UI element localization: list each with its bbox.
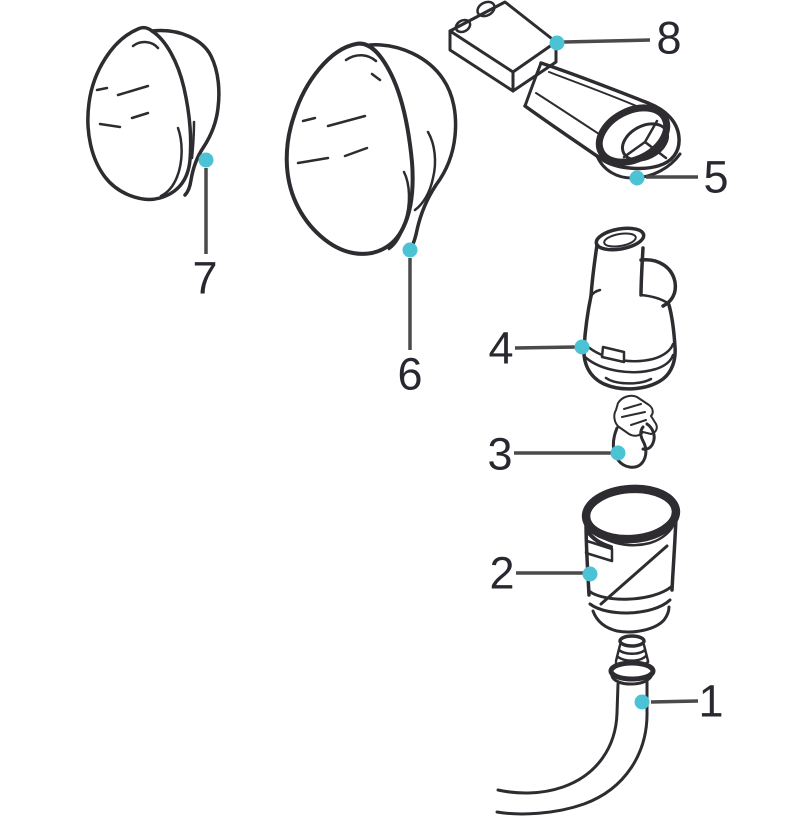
part-7-mask-small (86, 25, 221, 202)
callout-label-4: 4 (488, 323, 513, 374)
part-5-mouthpiece (523, 61, 682, 180)
top-tube-edges (589, 243, 645, 298)
tube-connector-tip (618, 634, 646, 648)
mouthpiece-open-end-edge (523, 61, 543, 108)
top-cup-seams (589, 288, 671, 306)
top-tube-opening (594, 226, 646, 252)
mouthpiece-inner-lines (535, 71, 642, 135)
leader-line-4 (514, 345, 577, 350)
callout-2: 2 (489, 548, 598, 599)
mouthpiece-top-edge (539, 61, 650, 105)
box-left-face (448, 29, 515, 93)
callout-4: 4 (488, 323, 590, 374)
valve-dark-body (613, 394, 658, 437)
callout-dot-1 (634, 694, 650, 710)
cup-rim-ring (581, 484, 681, 544)
box-hole-2 (454, 18, 472, 34)
callout-dot-4 (574, 339, 590, 355)
mask-small-rim-outline (86, 25, 193, 202)
callout-dot-5 (629, 170, 645, 186)
top-side-bump (639, 258, 678, 308)
mask-large-body-outline (368, 43, 458, 254)
mask-small-body-outline (150, 28, 221, 197)
callout-label-5: 5 (703, 152, 728, 203)
tube-collar-ring (608, 660, 656, 682)
callout-dot-8 (549, 35, 565, 51)
valve-hook (641, 422, 656, 451)
callout-label-7: 7 (192, 253, 217, 304)
mask-large-strap-curve-1 (413, 130, 437, 212)
callout-6: 6 (397, 242, 423, 400)
part-6-mask-large (284, 41, 458, 256)
callout-dot-7 (198, 152, 214, 168)
mask-small-edge-line (190, 120, 196, 160)
box-hole-1 (476, 0, 496, 18)
callout-label-2: 2 (489, 548, 514, 599)
callout-label-8: 8 (656, 13, 681, 64)
callout-1: 1 (634, 676, 724, 727)
top-tube-inner-rim (603, 232, 637, 248)
mouthpiece-inner-ring (621, 122, 669, 162)
mouthpiece-spokes (622, 119, 668, 160)
leader-line-8 (563, 38, 651, 44)
top-cup-bands (582, 341, 675, 385)
part-2-medication-cup (581, 484, 681, 634)
cup-base-rings (587, 585, 673, 634)
leader-line-1 (650, 699, 699, 704)
mask-small-crease-lines (95, 40, 160, 129)
mask-large-rim-outline (284, 41, 415, 256)
mask-small-strap-curve (159, 126, 183, 198)
top-cup-notch (600, 345, 626, 364)
cup-left-band (586, 530, 613, 549)
callout-label-6: 6 (397, 349, 422, 400)
tube-collar-lower-arc (610, 672, 654, 686)
cup-body-edges (584, 515, 678, 597)
cup-inner-arc (588, 519, 677, 547)
callout-label-3: 3 (487, 429, 512, 480)
mouthpiece-rim-ring (595, 104, 671, 166)
valve-highlight-lines (621, 403, 647, 426)
part-4-nebulizer-top (582, 226, 678, 391)
callout-dot-3 (610, 445, 626, 461)
mask-large-strap-curve-2 (387, 170, 411, 251)
callout-7: 7 (192, 152, 218, 304)
callout-dot-6 (402, 242, 418, 258)
cup-diagonal-line (599, 544, 669, 606)
callout-dot-2 (582, 566, 598, 582)
mouthpiece-bottom-edge (523, 104, 599, 158)
callout-3: 3 (487, 429, 626, 480)
mask-large-crease-lines (296, 54, 382, 165)
callout-label-1: 1 (698, 676, 723, 727)
tube-curve-lines (495, 709, 649, 816)
callout-5: 5 (629, 152, 729, 203)
tube-barb-sides (614, 643, 650, 663)
part-8-filter-box (448, 0, 558, 93)
part-1-air-tube (495, 634, 656, 816)
callout-8: 8 (549, 13, 682, 64)
top-cup-outline (582, 294, 677, 391)
